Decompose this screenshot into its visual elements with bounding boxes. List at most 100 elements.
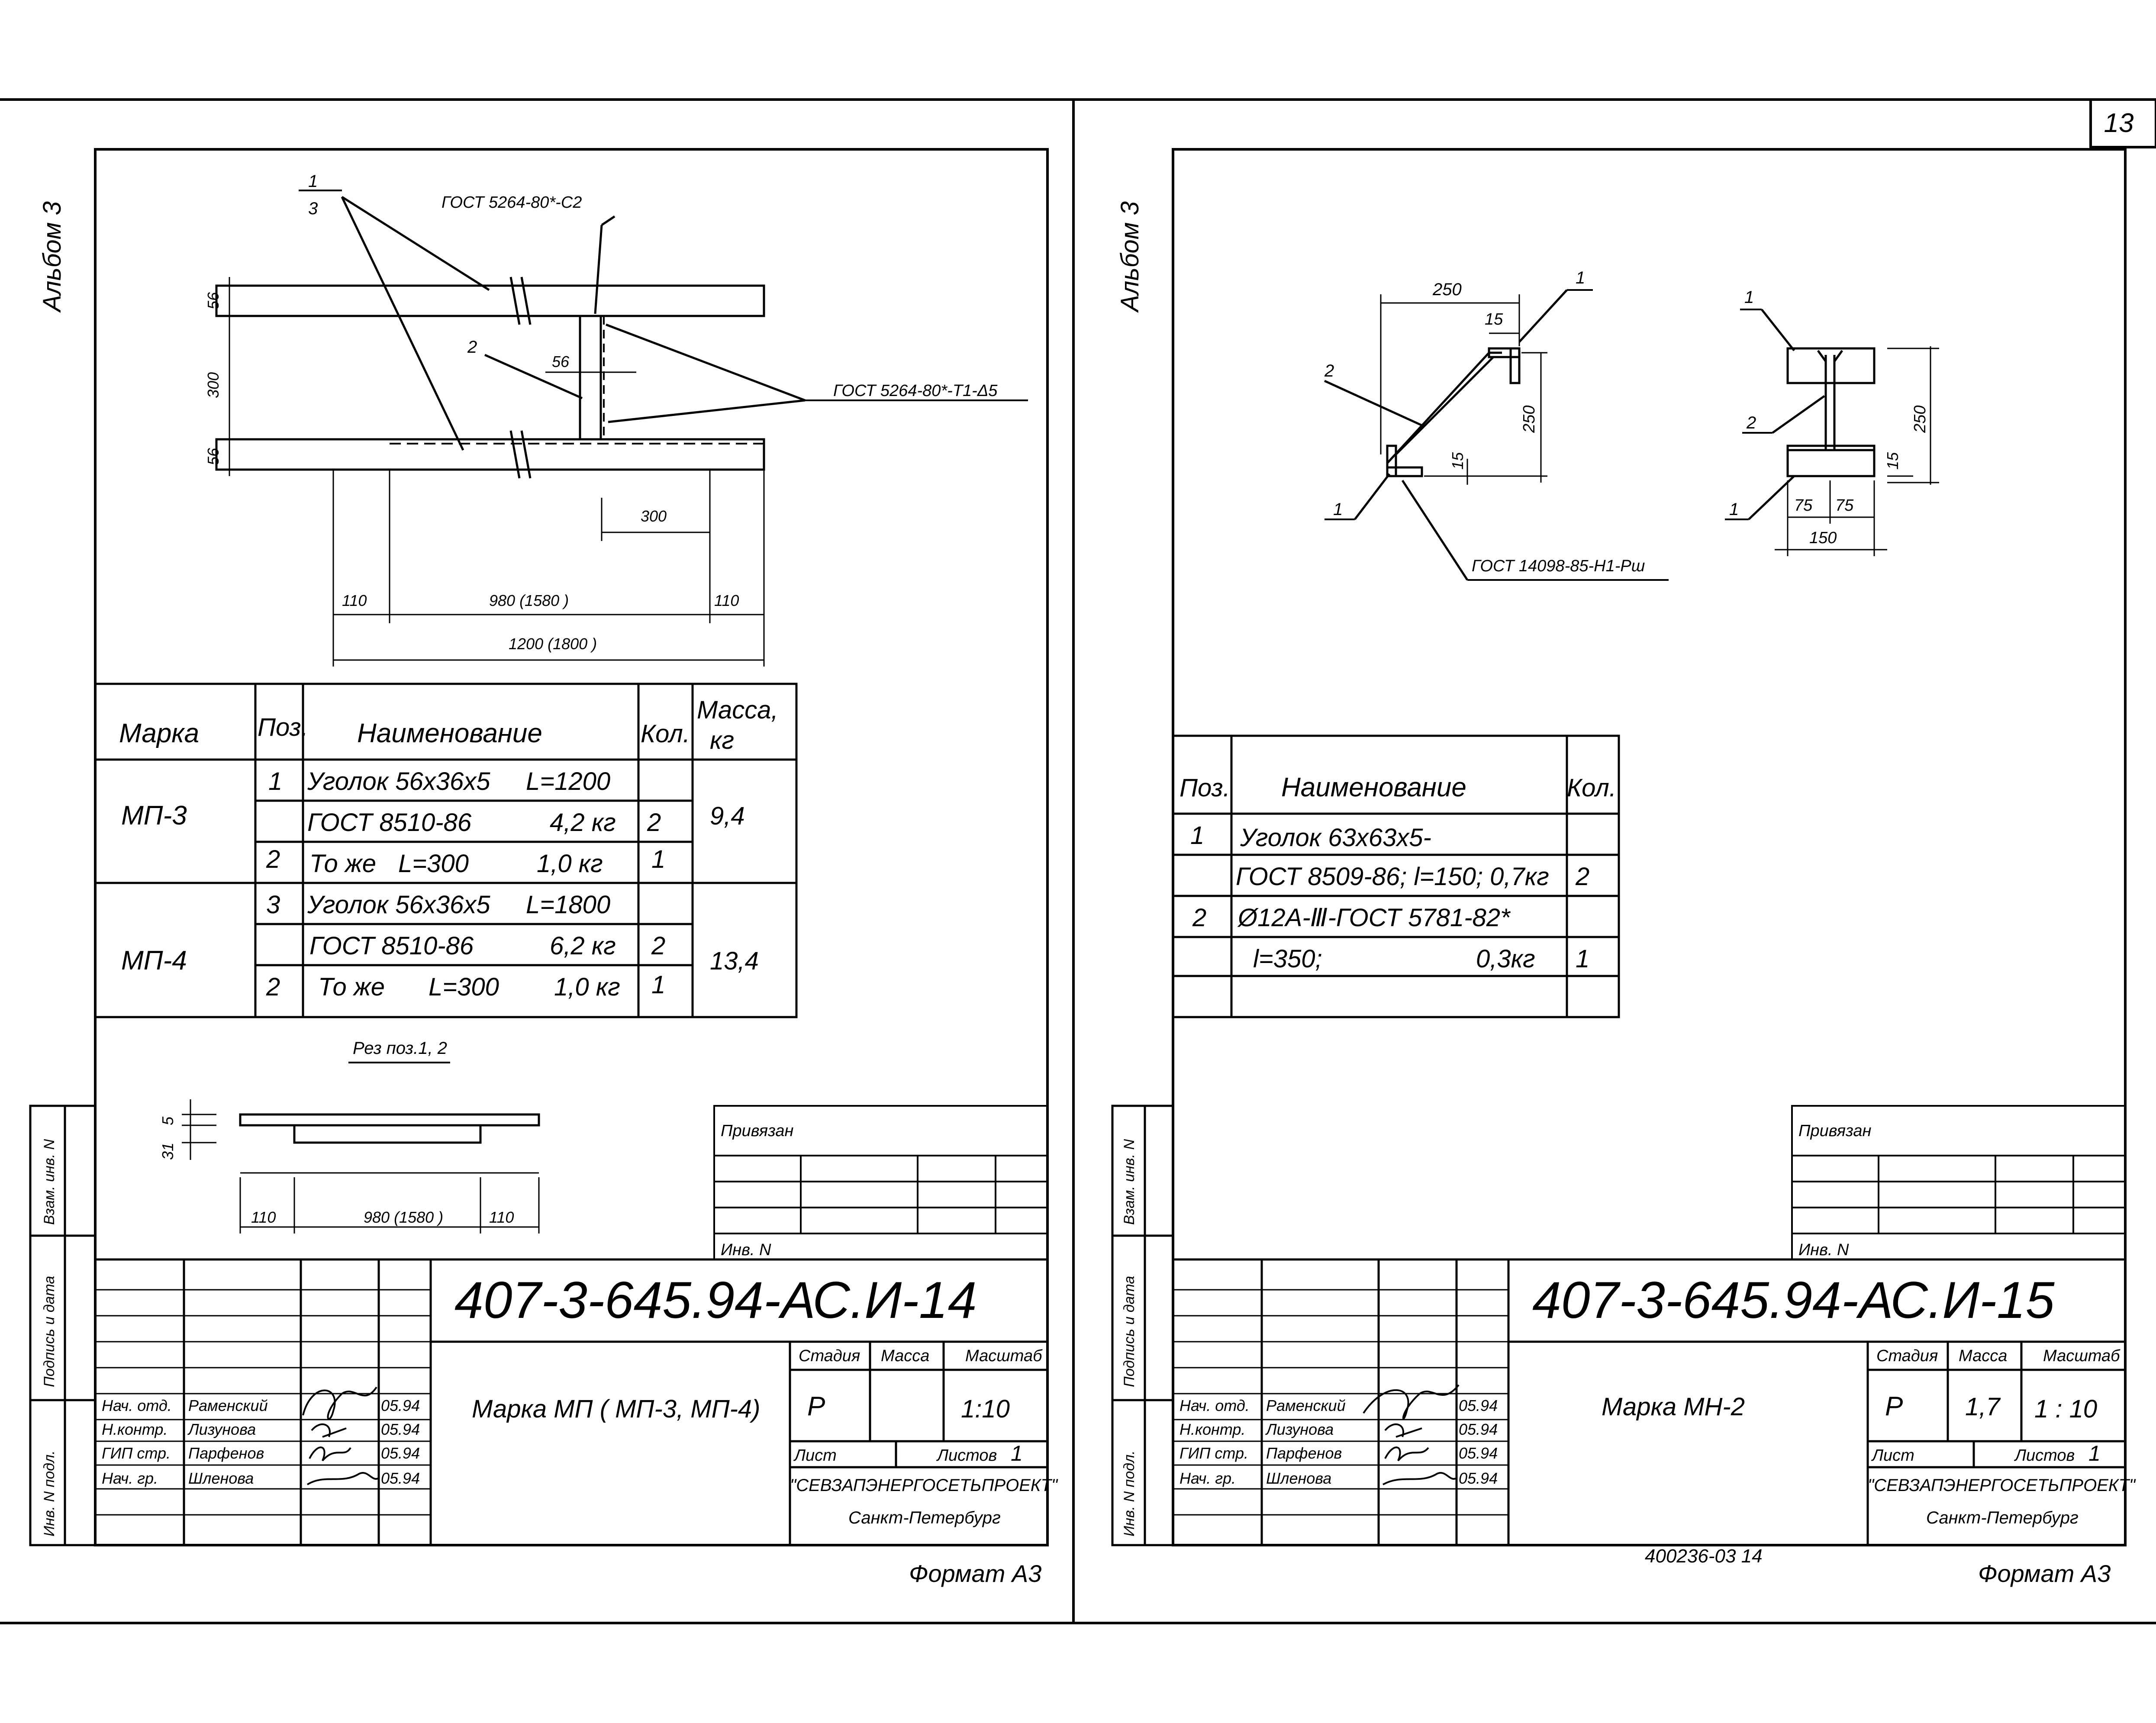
r-front-dim-250: 250 [1911, 406, 1929, 433]
r-cell-r3-pos: 2 [1192, 904, 1206, 932]
right-signatures [1363, 1384, 1460, 1485]
left-doc-code: 407-3-645.94-АС.И-14 [454, 1271, 976, 1329]
left-side-label-1: Взам. инв. N [41, 1139, 58, 1225]
cut-dim-110-r: 110 [489, 1208, 514, 1226]
cut-dim-980: 980 (1580 ) [364, 1208, 443, 1226]
page-number: 13 [2104, 108, 2134, 138]
right-person-name-4: Шленова [1266, 1469, 1331, 1487]
left-side-label-3: Инв. N подл. [41, 1450, 58, 1536]
right-mass-header: Масса [1959, 1347, 2007, 1365]
r-dim-250-vert: 250 [1520, 406, 1538, 433]
r-weld-label: ГОСТ 14098-85-Н1-Рш [1472, 557, 1645, 575]
right-scale-header: Масштаб [2043, 1347, 2121, 1365]
cell-r6-qty: 1 [651, 971, 665, 999]
r-cell-r4-name: l=350; [1253, 945, 1322, 973]
right-person-role-3: ГИП стр. [1180, 1444, 1248, 1462]
right-side-label-3: Инв. N подл. [1121, 1450, 1138, 1536]
cell-r6-name: То же [318, 973, 385, 1001]
dim-56-bot: 56 [204, 448, 222, 465]
cell-r2-weight: 4,2 кг [550, 808, 616, 837]
right-sheet: Альбом 3 250 [1111, 148, 2136, 1587]
cell-mp4: МП-4 [121, 946, 187, 976]
right-privyazan-label: Привязан [1798, 1122, 1871, 1140]
th-pos: Поз. [258, 713, 308, 741]
r-dim-250-top: 250 [1432, 280, 1462, 299]
r-cell-r1-pos: 1 [1190, 821, 1204, 850]
cell-r4-pos: 3 [266, 891, 280, 919]
left-person-date-1: 05.94 [381, 1397, 420, 1414]
left-sheet: Альбом 3 [29, 148, 1058, 1587]
left-person-role-3: ГИП стр. [102, 1444, 171, 1462]
r-cell-r2-name: ГОСТ 8509-86; l=150; 0,7кг [1236, 863, 1549, 891]
r-front-dim-150: 150 [1809, 529, 1837, 547]
right-person-date-2: 05.94 [1459, 1420, 1498, 1438]
left-person-name-3: Парфенов [188, 1444, 264, 1462]
left-sheet-header: Лист [793, 1446, 837, 1465]
cell-r3-pos: 2 [266, 845, 280, 873]
th-mass-unit: кг [710, 726, 734, 754]
right-person-role-1: Нач. отд. [1180, 1397, 1250, 1414]
r-th-qty: Кол. [1567, 774, 1616, 802]
right-mass-value: 1,7 [1965, 1393, 2001, 1421]
right-scale-value: 1 : 10 [2034, 1395, 2097, 1423]
dim-56-inner: 56 [552, 353, 570, 370]
left-title-block-grid [94, 1258, 1049, 1546]
right-side-label-1: Взам. инв. N [1121, 1139, 1138, 1225]
r-front-callout-1-bot: 1 [1729, 500, 1739, 519]
r-front-dim-15: 15 [1884, 452, 1901, 470]
right-side-label-2: Подпись и дата [1121, 1276, 1138, 1387]
cell-r3-len: L=300 [398, 850, 469, 878]
r-dim-15-right: 15 [1449, 452, 1466, 470]
right-privyazan-grid [1791, 1105, 2126, 1260]
page-frame [0, 98, 2156, 1624]
cell-r5-qty: 2 [651, 932, 665, 960]
r-cell-r4-weight: 0,3кг [1476, 945, 1535, 973]
right-person-name-2: Лизунова [1265, 1420, 1334, 1438]
left-org: "СЕВЗАПЭНЕРГОСЕТЬПРОЕКТ" [790, 1476, 1058, 1495]
cell-r4-len: L=1800 [526, 891, 610, 919]
cell-r3-weight: 1,0 кг [537, 850, 603, 878]
left-privyazan-grid [713, 1105, 1048, 1260]
left-person-date-3: 05.94 [381, 1444, 420, 1462]
cell-r3-qty: 1 [651, 845, 665, 873]
cell-r1-name: Уголок 56х36х5 [307, 767, 490, 795]
right-person-name-1: Раменский [1266, 1397, 1346, 1414]
right-person-date-3: 05.94 [1459, 1444, 1498, 1462]
dim-1200: 1200 (1800 ) [509, 635, 597, 653]
cut-drawing [182, 1099, 540, 1233]
r-cell-r2-qty: 2 [1575, 863, 1589, 891]
r-front-callout-2: 2 [1746, 413, 1756, 432]
left-person-role-4: Нач. гр. [102, 1469, 158, 1487]
r-callout-2: 2 [1324, 361, 1334, 380]
left-doc-title: Марка МП ( МП-3, МП-4) [472, 1395, 761, 1423]
right-inv-n-label: Инв. N [1798, 1241, 1849, 1259]
cell-r1-len: L=1200 [526, 767, 610, 795]
dim-56-top: 56 [204, 292, 222, 309]
dim-300-horiz: 300 [641, 507, 667, 525]
right-sheets-value: 1 [2088, 1441, 2101, 1465]
weld-right-label: ГОСТ 5264-80*-Т1-Δ5 [833, 382, 998, 400]
left-person-role-2: Н.контр. [102, 1420, 168, 1438]
r-dim-15-top: 15 [1485, 310, 1503, 328]
r-cell-r1-name: Уголок 63х63х5- [1240, 824, 1431, 852]
left-privyazan-label: Привязан [721, 1122, 793, 1140]
left-person-date-4: 05.94 [381, 1469, 420, 1487]
dim-110-left: 110 [342, 592, 367, 609]
th-mass: Масса, [697, 696, 778, 724]
r-cell-r3-name: Ø12А-Ⅲ-ГОСТ 5781-82* [1237, 904, 1511, 932]
left-album-label: Альбом 3 [38, 201, 66, 313]
r-callout-1-bottom: 1 [1333, 500, 1343, 519]
right-person-role-2: Н.контр. [1180, 1420, 1245, 1438]
left-scale-header: Масштаб [965, 1347, 1043, 1365]
right-org: "СЕВЗАПЭНЕРГОСЕТЬПРОЕКТ" [1868, 1476, 2136, 1495]
right-doc-title: Марка МН-2 [1602, 1393, 1745, 1421]
cell-r6-len: L=300 [429, 973, 499, 1001]
callout-pos-2: 2 [467, 338, 477, 357]
cell-r4-name: Уголок 56х36х5 [307, 891, 490, 919]
right-person-name-3: Парфенов [1266, 1444, 1342, 1462]
right-sheet-header: Лист [1871, 1446, 1914, 1465]
right-city: Санкт-Петербург [1926, 1508, 2079, 1527]
cell-r2-name: ГОСТ 8510-86 [307, 808, 472, 837]
right-doc-code: 407-3-645.94-АС.И-15 [1532, 1271, 2055, 1329]
